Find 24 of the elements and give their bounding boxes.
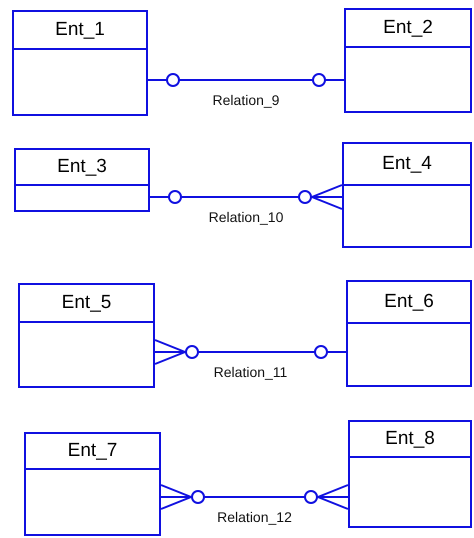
edge-label: Relation_9	[210, 92, 282, 108]
entity-box	[24, 432, 161, 536]
entity-name: Ent_1	[14, 12, 146, 50]
entity-box	[348, 420, 472, 528]
entity-name: Ent_7	[26, 434, 159, 470]
entity-box	[12, 10, 148, 116]
entity-name: Ent_5	[20, 285, 153, 323]
entity-name: Ent_3	[16, 150, 148, 186]
relationship-line	[160, 484, 349, 510]
edge-label: Relation_10	[206, 209, 286, 225]
entity-name: Ent_2	[346, 10, 470, 48]
relationship-line	[154, 339, 346, 365]
relationship-line	[150, 184, 343, 210]
entity-box	[18, 283, 155, 388]
entity-box	[14, 148, 150, 212]
edge-label: Relation_11	[212, 364, 290, 380]
entity-name: Ent_4	[344, 144, 470, 186]
edge-label: Relation_12	[215, 509, 294, 525]
entity-box	[346, 280, 472, 387]
entity-box	[342, 142, 472, 248]
entity-box	[344, 8, 472, 113]
entity-name: Ent_8	[350, 422, 470, 458]
entity-name: Ent_6	[348, 282, 470, 324]
relationship-line	[148, 73, 344, 87]
